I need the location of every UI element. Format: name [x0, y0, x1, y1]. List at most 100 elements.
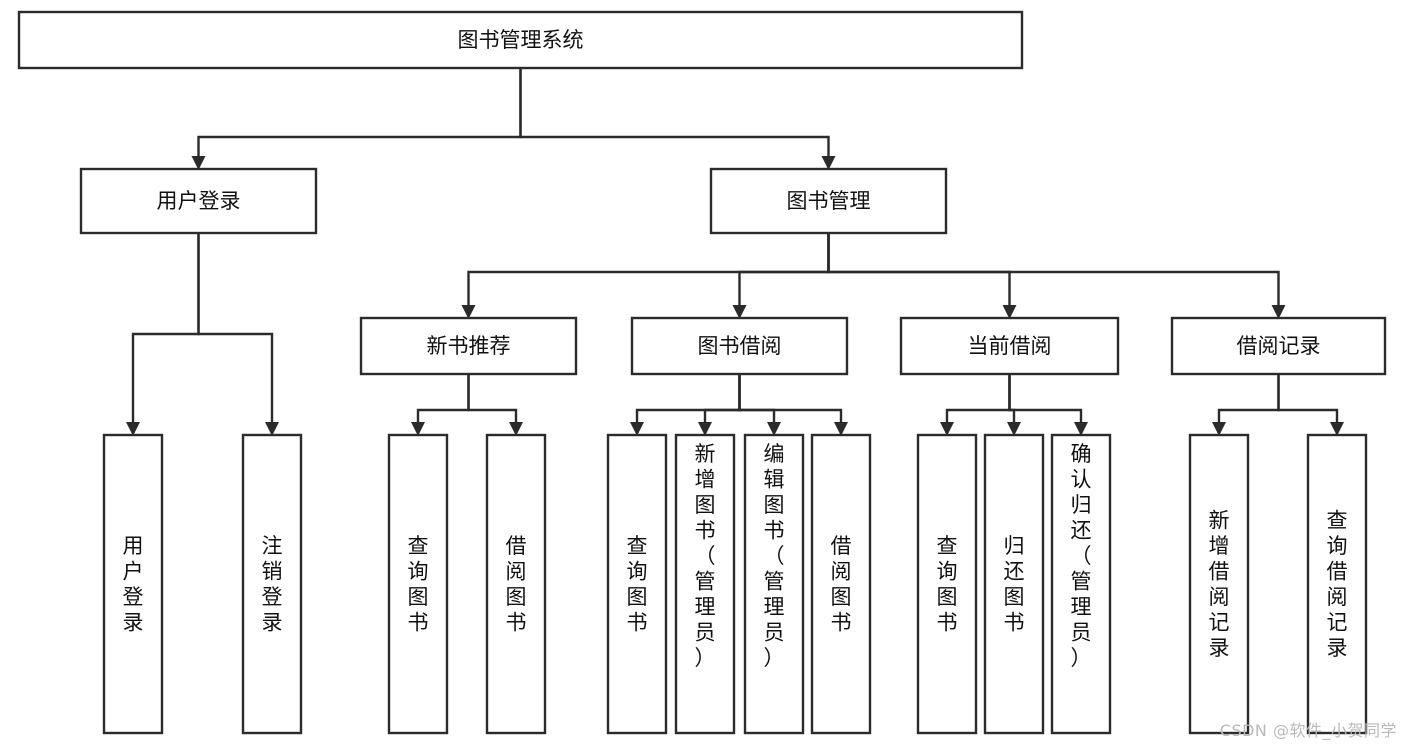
node-leaf-query-borrow-record[interactable]: 查询借阅记录: [1306, 433, 1368, 735]
node-label: 查询图书: [627, 534, 648, 635]
arrow-head-icon: [767, 422, 781, 436]
connector-line: [467, 374, 518, 424]
node-label: 新增借阅记录: [1209, 509, 1230, 661]
connector-line: [738, 374, 776, 424]
arrow-head-icon: [191, 156, 206, 170]
connector-line: [416, 374, 470, 424]
arrow-head-icon: [1212, 422, 1226, 436]
node-box[interactable]: [1188, 433, 1250, 735]
arrow-head-icon: [1002, 305, 1017, 319]
node-label: 新书推荐: [427, 334, 511, 358]
node-box[interactable]: [630, 316, 849, 376]
connector-current-borrow-to-leaf-query-book-current: [940, 374, 1011, 436]
node-box[interactable]: [709, 167, 948, 235]
connector-borrow-record-to-leaf-add-borrow-record: [1212, 374, 1280, 436]
node-box[interactable]: [359, 316, 578, 376]
connector-line: [1008, 374, 1083, 424]
node-user-login[interactable]: 用户登录: [79, 167, 318, 235]
node-book-manage[interactable]: 图书管理: [709, 167, 948, 235]
arrow-head-icon: [1271, 305, 1286, 319]
connector-book-manage-to-borrow-record: [827, 233, 1286, 319]
node-label: 编辑图书（管理员）: [764, 442, 785, 670]
node-leaf-add-borrow-record[interactable]: 新增借阅记录: [1188, 433, 1250, 735]
node-box[interactable]: [899, 316, 1120, 376]
node-layer: 图书管理系统用户登录图书管理新书推荐图书借阅当前借阅借阅记录用户登录注销登录查询…: [17, 10, 1387, 735]
connector-line: [519, 68, 830, 158]
node-box[interactable]: [387, 433, 449, 735]
node-box[interactable]: [1050, 433, 1112, 735]
node-leaf-confirm-return[interactable]: 确认归还（管理员）: [1050, 433, 1112, 735]
connector-book-borrow-to-leaf-query-book-borrow: [630, 374, 741, 436]
node-box[interactable]: [1306, 433, 1368, 735]
node-box[interactable]: [102, 433, 164, 735]
connector-line: [467, 233, 830, 307]
connector-layer: [126, 68, 1344, 436]
node-label: 图书借阅: [698, 334, 782, 358]
node-box[interactable]: [743, 433, 805, 735]
arrow-head-icon: [461, 305, 476, 319]
node-current-borrow[interactable]: 当前借阅: [899, 316, 1120, 376]
node-box[interactable]: [810, 433, 872, 735]
node-label: 借阅图书: [831, 534, 852, 635]
connector-book-borrow-to-leaf-edit-book: [738, 374, 781, 436]
connector-line: [1217, 374, 1280, 424]
node-label: 借阅图书: [506, 534, 527, 635]
node-label: 查询借阅记录: [1327, 509, 1348, 661]
node-box[interactable]: [606, 433, 668, 735]
node-label: 用户登录: [157, 189, 241, 213]
node-borrow-record[interactable]: 借阅记录: [1170, 316, 1387, 376]
arrow-head-icon: [821, 156, 836, 170]
node-leaf-query-book-borrow[interactable]: 查询图书: [606, 433, 668, 735]
node-label: 注销登录: [262, 534, 283, 635]
connector-current-borrow-to-leaf-confirm-return: [1008, 374, 1088, 436]
node-box[interactable]: [983, 433, 1045, 735]
node-label: 查询图书: [408, 534, 429, 635]
connector-root-to-book-manage: [519, 68, 836, 170]
node-leaf-add-book[interactable]: 新增图书（管理员）: [674, 433, 736, 735]
connector-book-borrow-to-leaf-add-book: [698, 374, 741, 436]
connector-book-manage-to-current-borrow: [827, 233, 1017, 319]
node-new-book-recommend[interactable]: 新书推荐: [359, 316, 578, 376]
connector-line: [131, 233, 200, 424]
node-label: 确认归还（管理员）: [1071, 442, 1092, 670]
node-box[interactable]: [674, 433, 736, 735]
connector-root-to-user-login: [191, 68, 522, 170]
node-box[interactable]: [17, 10, 1024, 70]
node-box[interactable]: [241, 433, 303, 735]
node-book-borrow[interactable]: 图书借阅: [630, 316, 849, 376]
arrow-head-icon: [126, 422, 140, 436]
node-label: 图书管理: [787, 189, 871, 213]
node-box[interactable]: [79, 167, 318, 235]
node-box[interactable]: [485, 433, 547, 735]
node-box[interactable]: [916, 433, 978, 735]
node-leaf-query-book-recommend[interactable]: 查询图书: [387, 433, 449, 735]
node-leaf-borrow-book-recommend[interactable]: 借阅图书: [485, 433, 547, 735]
node-label: 归还图书: [1004, 534, 1025, 635]
arrow-head-icon: [940, 422, 954, 436]
connector-line: [945, 374, 1011, 424]
arrow-head-icon: [630, 422, 644, 436]
node-box[interactable]: [1170, 316, 1387, 376]
arrow-head-icon: [698, 422, 712, 436]
arrow-head-icon: [1074, 422, 1088, 436]
node-leaf-logout[interactable]: 注销登录: [241, 433, 303, 735]
node-leaf-return-book[interactable]: 归还图书: [983, 433, 1045, 735]
node-leaf-borrow-book[interactable]: 借阅图书: [810, 433, 872, 735]
arrow-head-icon: [411, 422, 425, 436]
arrow-head-icon: [265, 422, 279, 436]
node-root[interactable]: 图书管理系统: [17, 10, 1024, 70]
connector-borrow-record-to-leaf-query-borrow-record: [1277, 374, 1344, 436]
connector-line: [827, 233, 1011, 307]
node-label: 新增图书（管理员）: [695, 442, 716, 670]
node-leaf-user-login[interactable]: 用户登录: [102, 433, 164, 735]
connector-line: [1277, 374, 1339, 424]
arrow-head-icon: [732, 305, 747, 319]
connector-line: [827, 233, 1280, 307]
connector-book-borrow-to-leaf-borrow-book: [738, 374, 848, 436]
node-leaf-edit-book[interactable]: 编辑图书（管理员）: [743, 433, 805, 735]
arrow-head-icon: [834, 422, 848, 436]
connector-user-login-to-leaf-logout: [197, 233, 279, 436]
node-leaf-query-book-current[interactable]: 查询图书: [916, 433, 978, 735]
connector-book-manage-to-book-borrow: [732, 233, 830, 319]
